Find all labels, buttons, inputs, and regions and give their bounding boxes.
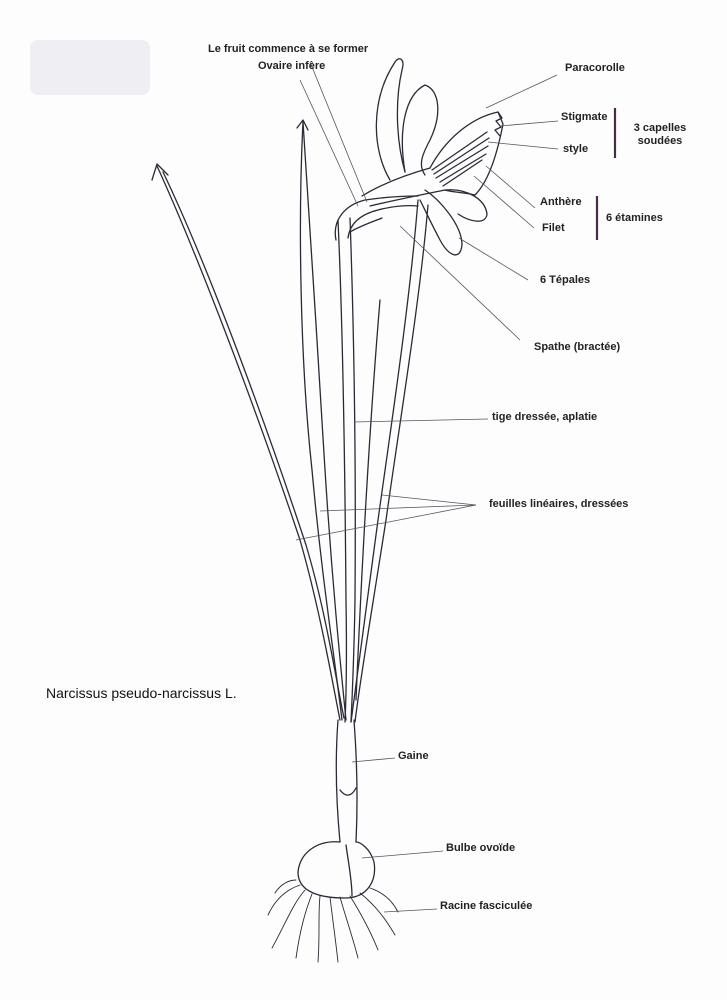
label-ovaire: Ovaire infère [258,60,326,72]
label-gaine: Gaine [398,750,429,762]
leader-ovaire [299,79,359,207]
label-feuilles: feuilles linéaires, dressées [489,498,629,510]
tepal-upper-1 [375,58,406,181]
leaf-right [350,199,419,723]
leader-style [487,141,559,150]
label-stigmate: Stigmate [561,111,608,123]
roots [267,879,399,963]
leader-fruit [309,61,368,203]
label-capelles-line2: soudées [637,135,683,147]
leaf-middle [299,121,343,721]
leader-spathe [399,225,521,341]
leader-stigmate [499,120,559,127]
label-filet: Filet [542,222,565,234]
label-paracorolle: Paracorolle [565,62,625,74]
leader-racine [383,908,438,913]
label-fruit: Le fruit commence à se former [208,43,369,55]
leader-tepales [458,237,529,281]
label-anthere: Anthère [540,196,582,208]
leader-tige [353,418,489,423]
leader-feuilles-3 [295,504,477,541]
leader-gaine [351,757,396,763]
tepal-lower-1 [419,189,463,256]
bulb [297,841,376,899]
scan-smudge [30,40,150,95]
leader-feuilles-1 [381,494,477,506]
tepal-upper-2 [401,84,439,176]
spathe [334,195,419,241]
leader-feuilles-2 [319,504,477,512]
label-spathe: Spathe (bractée) [534,341,621,353]
leader-bulbe [361,850,444,859]
gaine [335,719,341,843]
label-etamines: 6 étamines [606,212,663,224]
label-capelles-line1: 3 capelles [633,122,687,134]
label-racine: Racine fasciculée [440,900,533,912]
label-tepales: 6 Tépales [540,274,591,286]
tepal-lower-2 [444,189,488,222]
leaf-left [156,165,341,721]
leader-filet [473,175,535,229]
label-capelles: 3 capelles soudées [620,122,700,148]
label-style: style [563,143,589,155]
label-bulbe: Bulbe ovoïde [446,842,516,854]
flower-stem [337,219,348,723]
leader-paracorolle [485,74,558,109]
label-tige: tige dressée, aplatie [492,411,598,423]
leader-anthere [485,165,536,209]
flower-tube [361,167,431,197]
paracorolle [429,111,504,196]
species-name: Narcissus pseudo-narcissus L. [46,685,237,701]
